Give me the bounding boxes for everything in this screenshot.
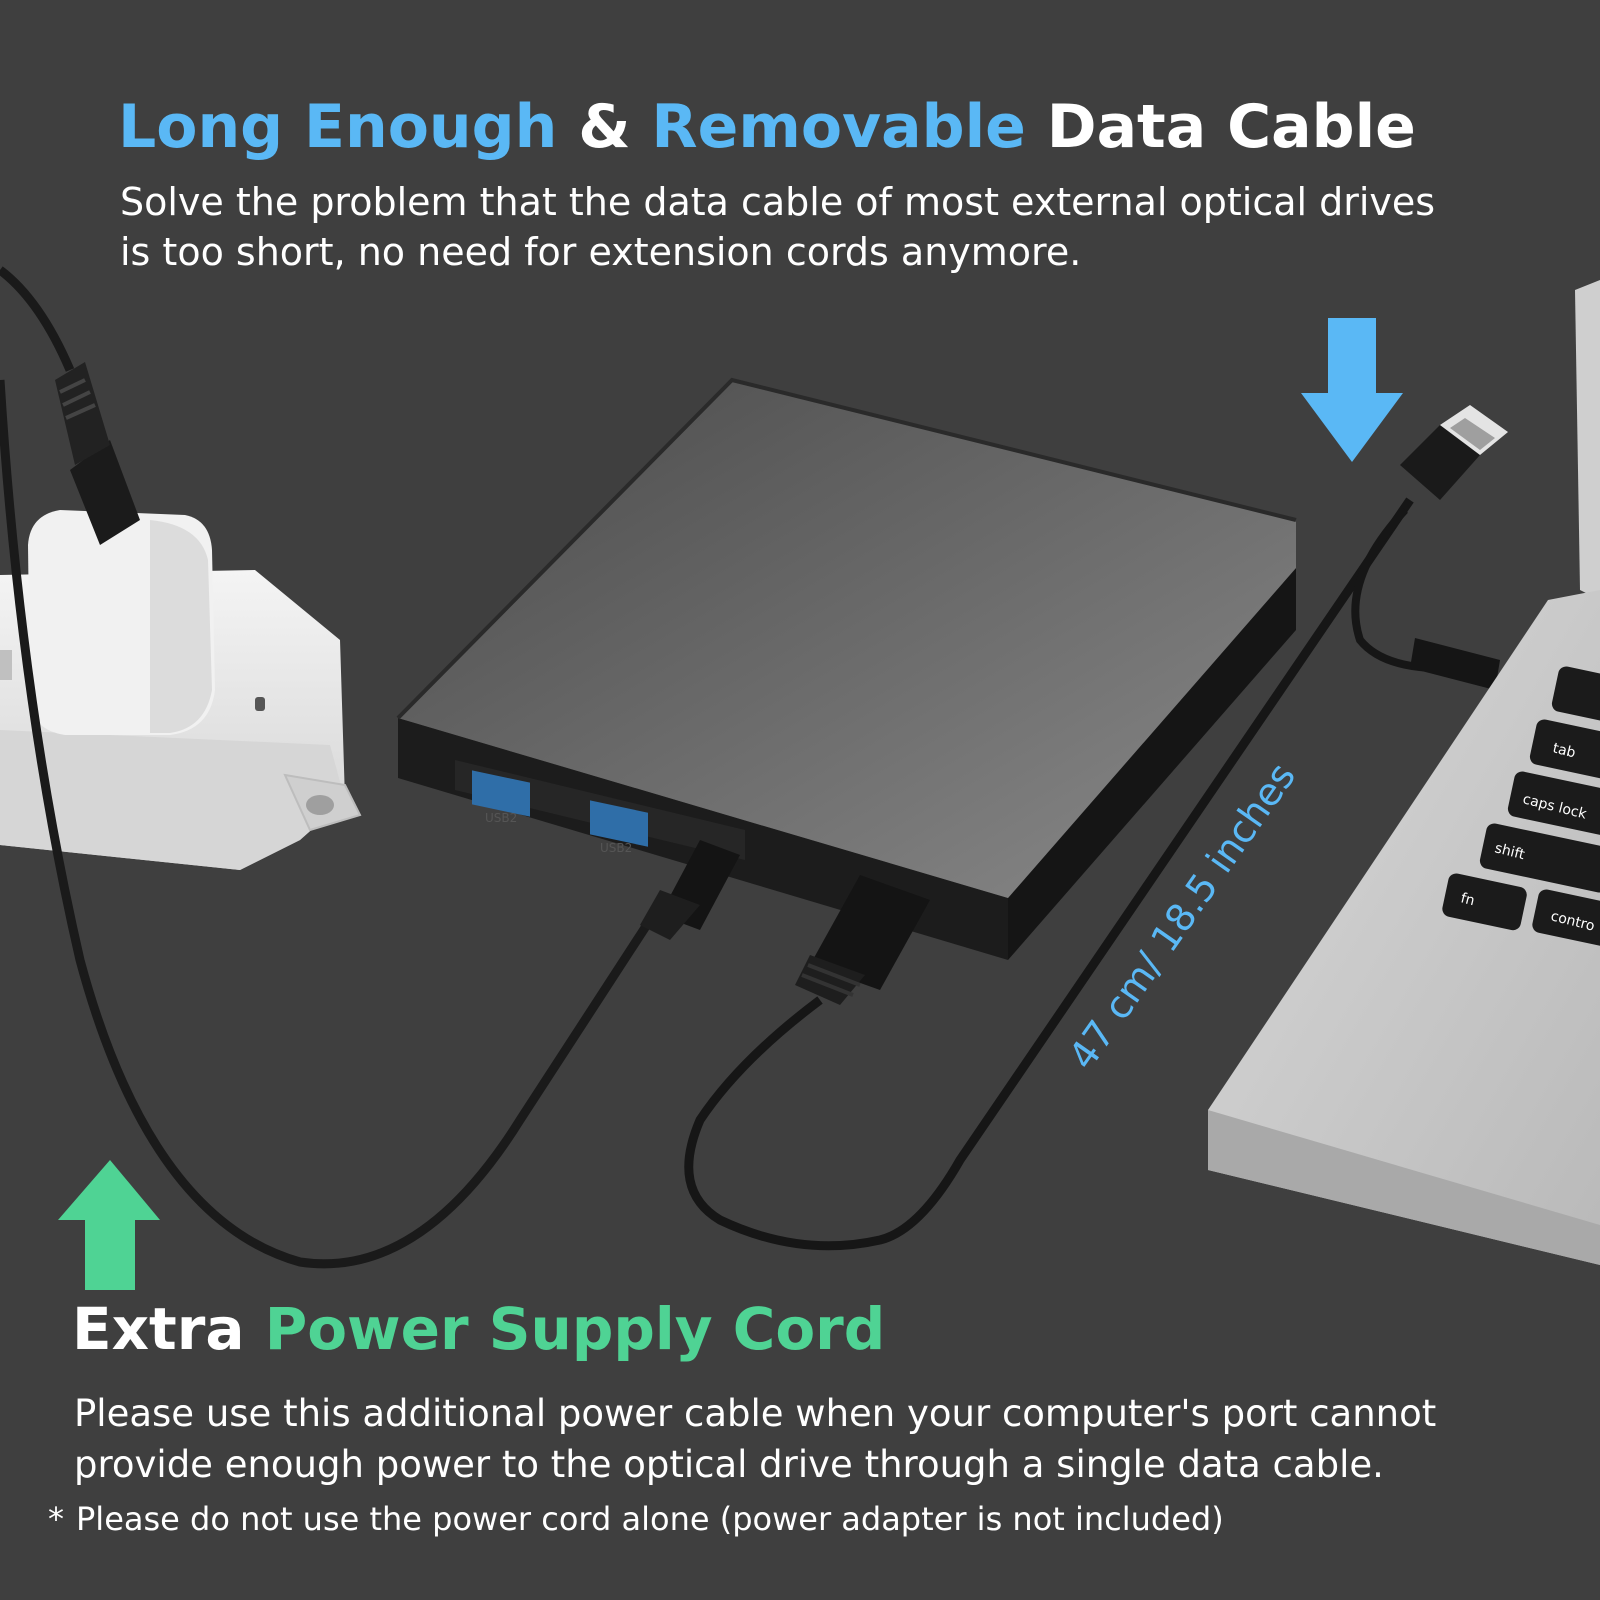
usb-port-2-label: USB2 (600, 841, 632, 855)
headline-removable: Removable (651, 92, 1026, 162)
optical-drive: USB2 USB2 (396, 377, 1297, 960)
usb-port-1 (472, 770, 530, 817)
usb-connector (795, 875, 930, 1005)
footnote: * Please do not use the power cord alone … (48, 1500, 1224, 1538)
dc-connector (640, 840, 740, 940)
power-cable-main (0, 379, 654, 1269)
description-bottom: Please use this additional power cable w… (74, 1388, 1436, 1490)
headline-bottom: Extra Power Supply Cord (72, 1295, 885, 1363)
subtitle-top-line1: Solve the problem that the data cable of… (120, 180, 1436, 224)
description-line2: provide enough power to the optical driv… (74, 1443, 1384, 1486)
arrow-up-icon (58, 1160, 160, 1290)
power-plug (55, 362, 140, 545)
headline-top: Long Enough & Removable Data Cable (118, 92, 1416, 162)
headline-extra: Extra (72, 1295, 245, 1363)
data-cable-branch (1351, 507, 1431, 672)
key-fn: fn (1459, 890, 1476, 909)
key-shift: shift (1493, 840, 1527, 863)
headline-power-supply-cord: Power Supply Cord (264, 1295, 886, 1363)
key-tab: tab (1551, 740, 1577, 761)
footnote-marker: * (48, 1500, 64, 1538)
keyboard: tab caps lock shift fn contro (1442, 666, 1600, 947)
headline-amp: & (578, 92, 631, 162)
headline-long-enough: Long Enough (118, 92, 558, 162)
usb-c-plug (1410, 638, 1500, 690)
subtitle-top-line2: is too short, no need for extension cord… (120, 230, 1082, 274)
subtitle-top: Solve the problem that the data cable of… (120, 177, 1435, 277)
arrow-down-icon (1301, 318, 1403, 462)
usb-port-1-label: USB2 (485, 811, 517, 825)
data-cable (684, 497, 1414, 1251)
usb-a-plug (1400, 405, 1508, 500)
power-cable-left (0, 266, 75, 372)
wall-adapter (28, 510, 215, 735)
laptop: tab caps lock shift fn contro (1208, 280, 1600, 1265)
headline-data-cable: Data Cable (1046, 92, 1416, 162)
footnote-text: Please do not use the power cord alone (… (76, 1500, 1224, 1538)
usb-port-2 (590, 800, 648, 847)
description-line1: Please use this additional power cable w… (74, 1392, 1437, 1435)
